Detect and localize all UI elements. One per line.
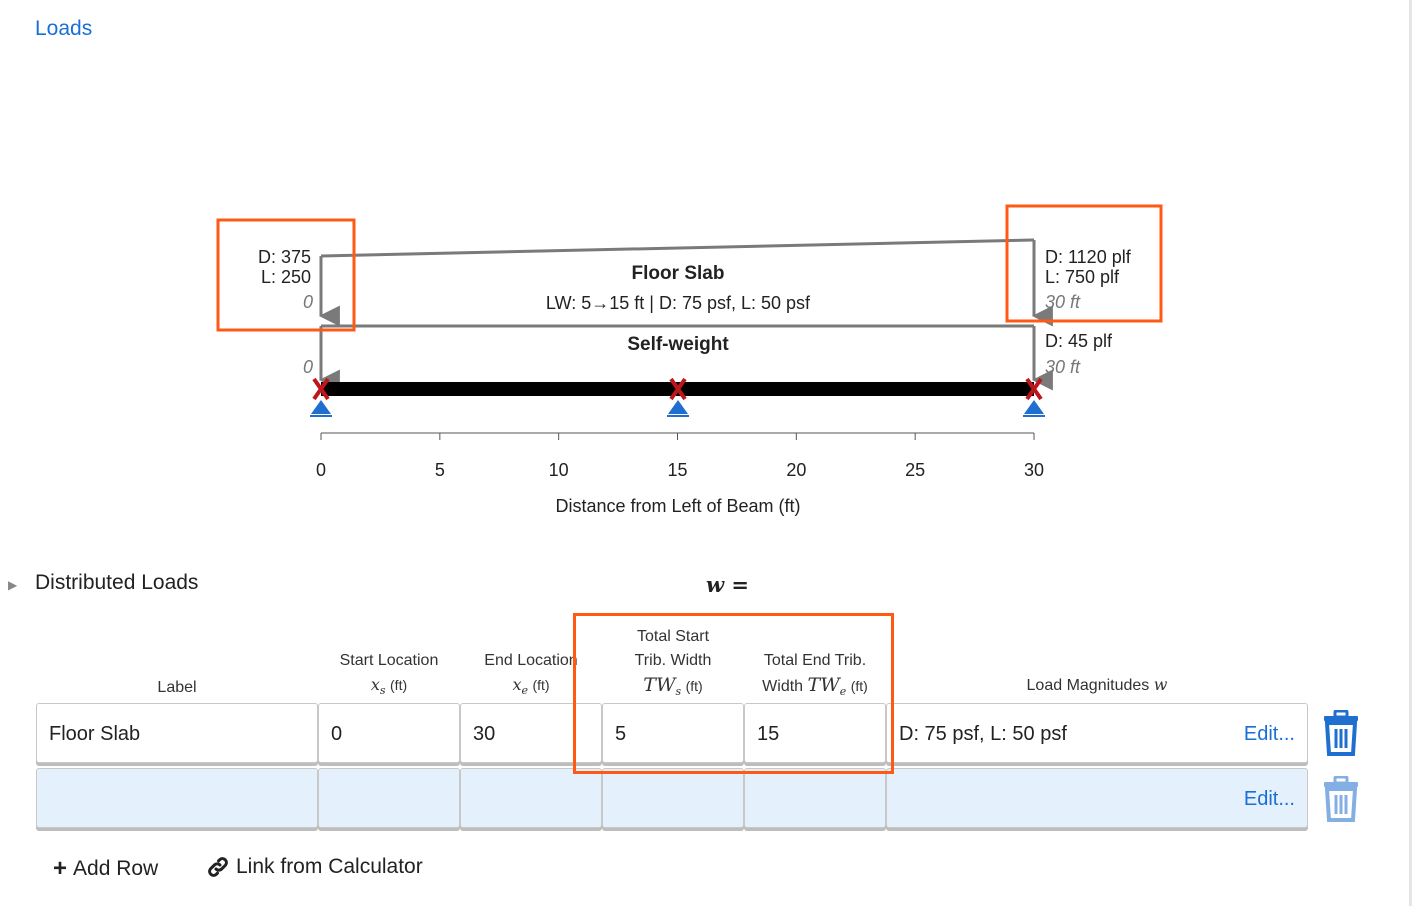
tw-end-input[interactable]: 15 <box>744 703 886 763</box>
edit-magnitudes-link[interactable]: Edit... <box>1243 788 1295 810</box>
load-magnitudes-cell: D: 75 psf, L: 50 psf Edit... <box>886 703 1308 763</box>
header-tw-end: Total End Trib. Width TWe (ft) <box>762 652 868 699</box>
x-axis-label: Distance from Left of Beam (ft) <box>555 496 800 516</box>
scrollbar-track[interactable] <box>1409 0 1412 906</box>
x-axis-tick-label: 5 <box>435 460 445 480</box>
x-axis-tick-label: 20 <box>786 460 806 480</box>
link-from-calculator-button[interactable]: Link from Calculator <box>206 855 423 879</box>
highlight-right-loads <box>1005 204 1163 323</box>
edit-magnitudes-link[interactable]: Edit... <box>1243 723 1295 745</box>
beam-load-diagram: Floor Slab LW: 5→15 ft | D: 75 psf, L: 5… <box>216 204 1163 516</box>
self-weight-right-d: D: 45 plf <box>1045 331 1113 351</box>
highlight-trib-width <box>573 613 894 774</box>
self-weight-left-pos: 0 <box>303 357 313 377</box>
support-left <box>310 377 332 417</box>
floor-slab-right-l: L: 750 plf <box>1045 267 1120 287</box>
header-load-magnitudes: Load Magnitudes w <box>1026 675 1168 694</box>
x-axis-tick-label: 30 <box>1024 460 1044 480</box>
floor-slab-left-l: L: 250 <box>261 267 311 287</box>
start-location-input[interactable]: 0 <box>318 703 460 763</box>
floor-slab-desc: LW: 5→15 ft | D: 75 psf, L: 50 psf <box>546 293 811 313</box>
floor-slab-right-d: D: 1120 plf <box>1045 247 1132 267</box>
self-weight-load: Self-weight 0 D: 45 plf 30 ft <box>303 324 1113 391</box>
load-magnitudes-value: D: 75 psf, L: 50 psf <box>899 723 1067 745</box>
x-axis: 0 5 10 15 20 25 30 Distance from Left of Beam … <box>316 432 1044 516</box>
section-title: Distributed Loads <box>35 571 199 594</box>
start-location-input[interactable] <box>318 768 460 828</box>
floor-slab-load: Floor Slab LW: 5→15 ft | D: 75 psf, L: 5… <box>258 238 1132 327</box>
self-weight-right-pos: 30 ft <box>1045 357 1081 377</box>
x-axis-tick-label: 15 <box>667 460 687 480</box>
add-row-button[interactable]: + Add Row <box>53 855 159 882</box>
header-label: Label <box>157 679 197 696</box>
delete-row-icon[interactable] <box>1322 710 1360 756</box>
label-input[interactable] <box>36 768 318 828</box>
label-input[interactable]: Floor Slab <box>36 703 318 763</box>
end-location-input[interactable]: 30 <box>460 703 602 763</box>
load-magnitudes-cell: Edit... <box>886 768 1308 828</box>
header-tw-start: Total Start Trib. Width TWs (ft) <box>634 628 712 699</box>
floor-slab-left-d: D: 375 <box>258 247 311 267</box>
tw-end-input[interactable] <box>744 768 886 828</box>
header-start-location: Start Location xs (ft) <box>339 652 439 698</box>
tw-start-input[interactable]: 5 <box>602 703 744 763</box>
collapse-toggle-icon[interactable]: ▶ <box>8 578 18 592</box>
loads-link[interactable]: Loads <box>35 17 93 40</box>
header-end-location: End Location xe (ft) <box>484 652 578 698</box>
x-axis-tick-label: 10 <box>549 460 569 480</box>
tw-start-input[interactable] <box>602 768 744 828</box>
x-axis-tick-label: 0 <box>316 460 326 480</box>
support-middle <box>667 377 689 417</box>
floor-slab-label: Floor Slab <box>632 263 725 284</box>
link-icon <box>208 857 228 877</box>
self-weight-label: Self-weight <box>627 334 729 355</box>
highlight-left-loads <box>216 218 356 332</box>
floor-slab-right-pos: 30 ft <box>1045 292 1081 312</box>
x-axis-tick-label: 25 <box>905 460 925 480</box>
plus-icon: + <box>53 855 68 882</box>
w-equals-label: w = <box>706 572 749 597</box>
end-location-input[interactable] <box>460 768 602 828</box>
delete-row-icon[interactable] <box>1322 776 1360 822</box>
support-right <box>1023 377 1045 417</box>
floor-slab-left-pos: 0 <box>303 292 313 312</box>
